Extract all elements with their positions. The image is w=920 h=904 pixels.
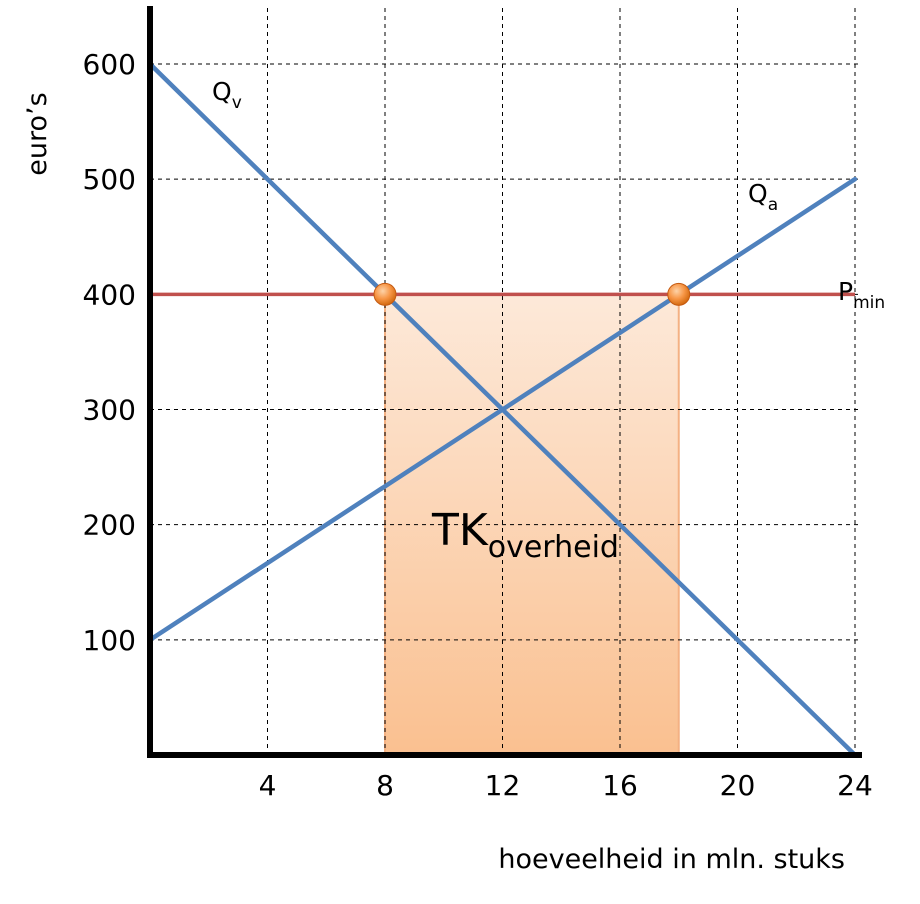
y-axis-title: euro’s [22, 92, 53, 175]
intersection-marker [667, 282, 691, 306]
y-tick-label: 500 [83, 163, 136, 196]
supply-line-qa [147, 176, 858, 643]
government-cost-label-sub: overheid [488, 530, 619, 565]
supply-line-label-main: Q [748, 179, 768, 208]
y-tick-label: 100 [83, 624, 136, 657]
x-tick-label: 12 [485, 769, 521, 802]
government-cost-label: TKoverheid [431, 505, 619, 565]
x-tick-label: 4 [259, 769, 277, 802]
x-tick-label: 16 [602, 769, 638, 802]
y-tick-label: 300 [83, 394, 136, 427]
intersection-markers [373, 282, 691, 306]
demand-line-label-sub: v [232, 93, 242, 113]
x-axis-title: hoeveelheid in mln. stuks [498, 844, 845, 875]
intersection-marker [373, 282, 397, 306]
y-tick-labels: 100 200 300 400 500 600 [83, 48, 136, 657]
x-tick-label: 8 [376, 769, 394, 802]
price-floor-label-sub: min [853, 293, 885, 313]
price-floor-label: Pmin [838, 277, 885, 313]
demand-line-label-main: Q [212, 77, 232, 106]
supply-line-label: Qa [748, 179, 778, 215]
government-cost-label-main: TK [431, 505, 489, 556]
government-cost-area [385, 294, 679, 755]
x-tick-labels: 4 8 12 16 20 24 [259, 769, 873, 802]
demand-line-label: Qv [212, 77, 242, 113]
x-tick-label: 24 [837, 769, 873, 802]
supply-line-label-sub: a [768, 195, 778, 215]
y-tick-label: 400 [83, 278, 136, 311]
price-floor-label-main: P [838, 277, 853, 306]
y-tick-label: 200 [83, 509, 136, 542]
x-tick-label: 20 [720, 769, 756, 802]
y-tick-label: 600 [83, 48, 136, 81]
